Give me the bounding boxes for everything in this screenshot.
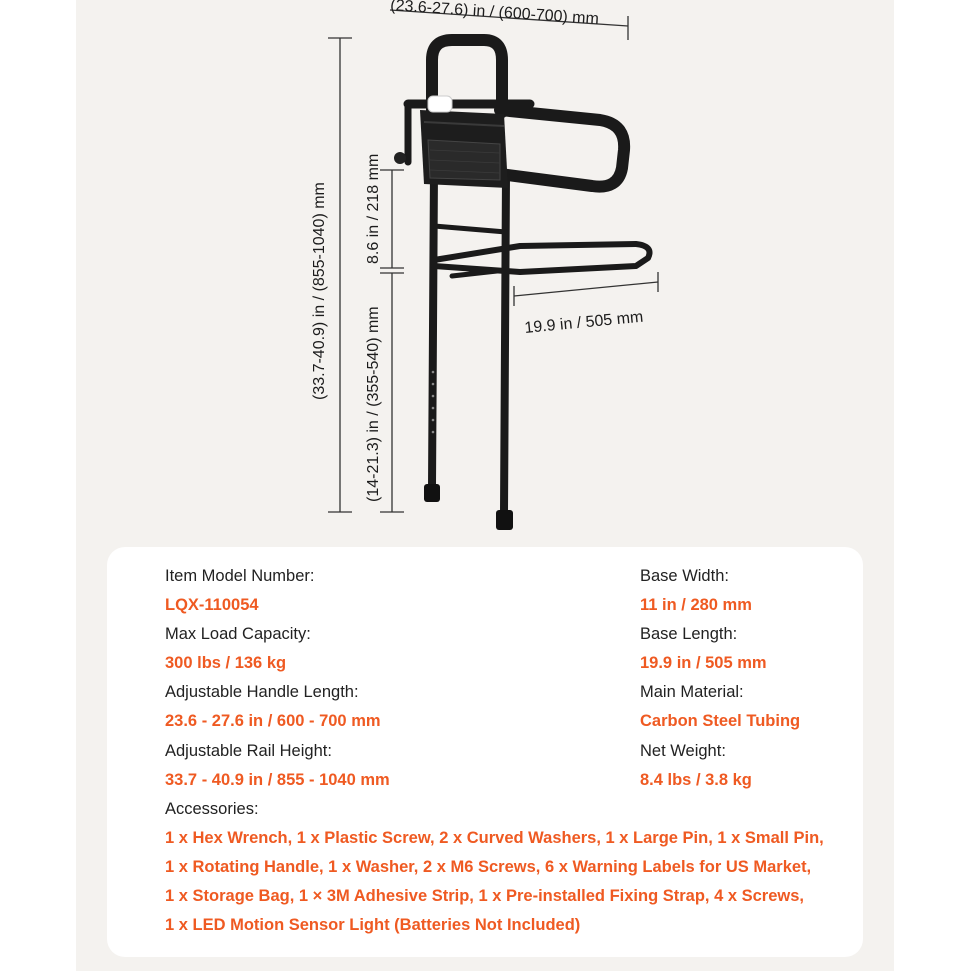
weight-value: 8.4 lbs / 3.8 kg bbox=[640, 771, 752, 789]
specification-card: Item Model Number: LQX-110054 Max Load C… bbox=[107, 547, 863, 957]
rail-label: Adjustable Rail Height: bbox=[165, 742, 332, 760]
accessories-line: 1 x Rotating Handle, 1 x Washer, 2 x M6 … bbox=[165, 858, 812, 876]
weight-label: Net Weight: bbox=[640, 742, 726, 760]
accessories-line: 1 x Storage Bag, 1 × 3M Adhesive Strip, … bbox=[165, 887, 804, 905]
base-width-label: Base Width: bbox=[640, 567, 729, 585]
rail-value: 33.7 - 40.9 in / 855 - 1040 mm bbox=[165, 771, 390, 789]
storage-bag bbox=[420, 110, 508, 188]
load-value: 300 lbs / 136 kg bbox=[165, 654, 287, 672]
led-light-icon bbox=[427, 95, 453, 113]
base-width-value: 11 in / 280 mm bbox=[640, 596, 752, 614]
base-length-value: 19.9 in / 505 mm bbox=[640, 654, 767, 672]
load-label: Max Load Capacity: bbox=[165, 625, 311, 643]
handle-label: Adjustable Handle Length: bbox=[165, 683, 359, 701]
material-value: Carbon Steel Tubing bbox=[640, 712, 801, 730]
handle-value: 23.6 - 27.6 in / 600 - 700 mm bbox=[165, 712, 381, 730]
base-length-label: Base Length: bbox=[640, 625, 738, 643]
base-length-dimension: 19.9 in / 505 mm bbox=[524, 309, 644, 337]
product-dimension-diagram: (23.6-27.6) in / (600-700) mm (33.7-40.9… bbox=[311, 0, 659, 530]
accessories-label: Accessories: bbox=[165, 800, 259, 818]
leg-height-dimension: (14-21.3) in / (355-540) mm bbox=[365, 306, 382, 502]
accessories-line: 1 x LED Motion Sensor Light (Batteries N… bbox=[165, 916, 581, 934]
model-label: Item Model Number: bbox=[165, 567, 315, 585]
material-label: Main Material: bbox=[640, 683, 744, 701]
handle-length-dimension: (23.6-27.6) in / (600-700) mm bbox=[390, 0, 600, 28]
accessories-line: 1 x Hex Wrench, 1 x Plastic Screw, 2 x C… bbox=[165, 829, 824, 847]
upper-section-dimension: 8.6 in / 218 mm bbox=[365, 154, 382, 264]
bed-rail-frame bbox=[403, 34, 653, 516]
total-height-dimension: (33.7-40.9) in / (855-1040) mm bbox=[311, 182, 328, 400]
model-value: LQX-110054 bbox=[165, 596, 259, 614]
